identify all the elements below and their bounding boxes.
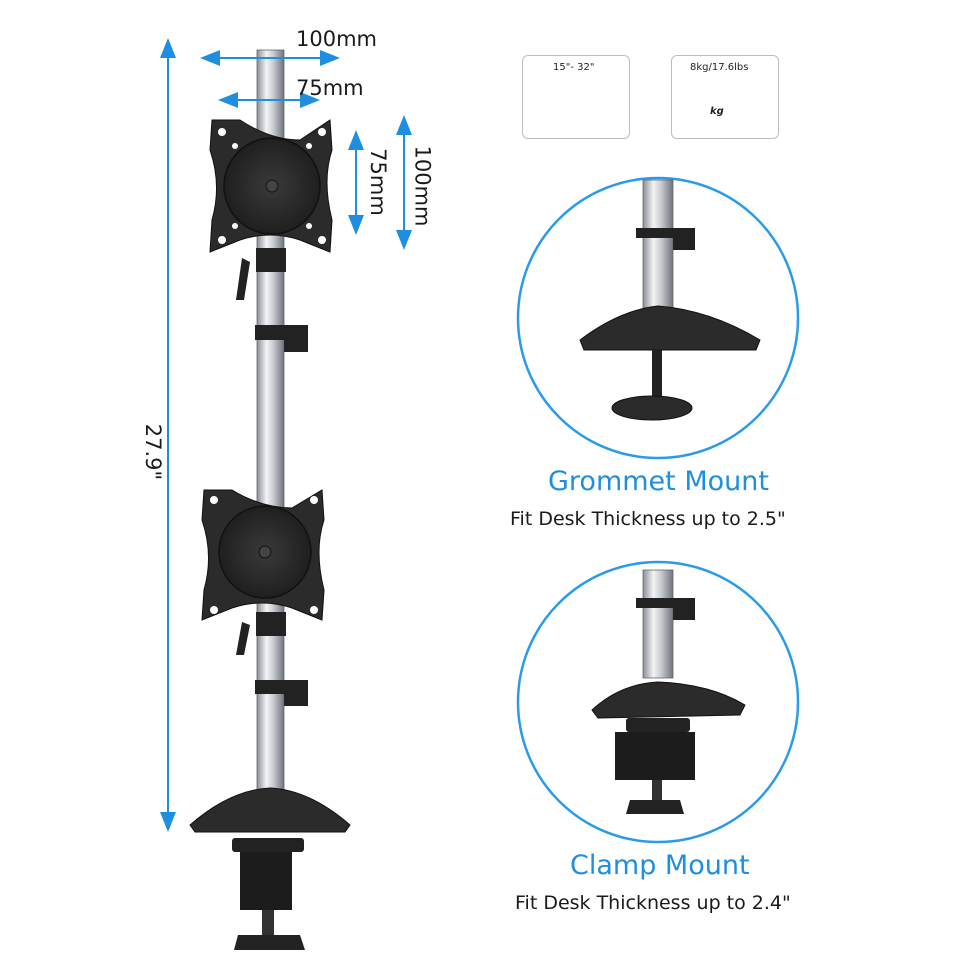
- weight-unit-text: kg: [710, 106, 724, 117]
- clamp-mount-title: Clamp Mount: [570, 850, 750, 881]
- desk-clamp-base: [189, 787, 351, 950]
- grommet-mount-subtitle: Fit Desk Thickness up to 2.5": [510, 508, 786, 530]
- cable-clip: [255, 680, 308, 706]
- vertical-outer-label: 100mm: [410, 145, 435, 227]
- screen-size-text: 15"- 32": [553, 62, 595, 73]
- dimension-arrows: [160, 38, 412, 832]
- total-height-label: 27.9": [141, 423, 166, 481]
- vesa-plate-top: [209, 119, 333, 300]
- grommet-mount-illustration: [516, 176, 800, 460]
- width-outer-label: 100mm: [296, 27, 377, 51]
- cable-clip: [255, 325, 308, 352]
- clamp-mount-subtitle: Fit Desk Thickness up to 2.4": [515, 892, 791, 914]
- weight-text: 8kg/17.6lbs: [690, 62, 749, 73]
- vesa-plate-bottom: [201, 489, 325, 655]
- weight-badge: [671, 55, 779, 139]
- screen-size-badge: [522, 55, 630, 139]
- width-inner-label: 75mm: [296, 76, 364, 100]
- vertical-inner-label: 75mm: [365, 148, 390, 216]
- clamp-mount-illustration: [516, 560, 800, 844]
- grommet-mount-title: Grommet Mount: [548, 466, 769, 497]
